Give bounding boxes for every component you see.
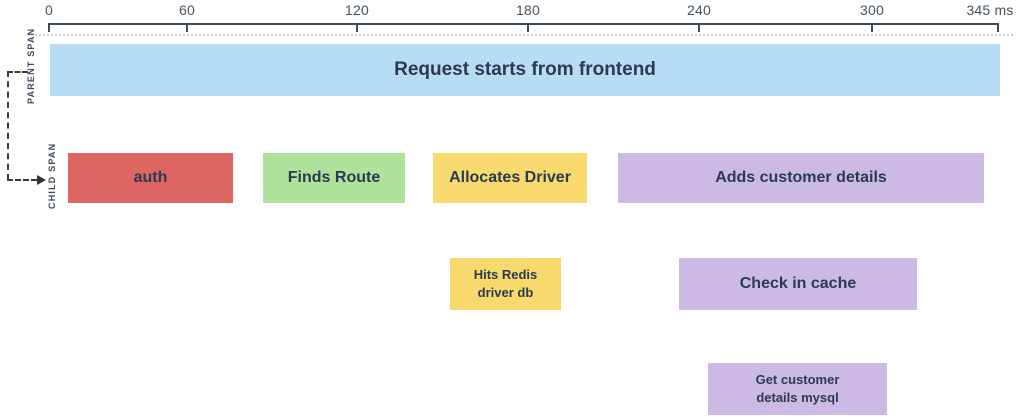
axis-tick-label-0: 0	[45, 2, 53, 18]
axis-tick-label-180: 180	[516, 2, 540, 18]
axis-tick-120	[356, 23, 358, 32]
span-bar-finds-route: Finds Route	[263, 153, 405, 203]
span-bar-auth: auth	[68, 153, 233, 203]
connector-line-top	[7, 71, 28, 73]
time-axis-line	[49, 23, 999, 25]
span-bar-adds-customer-details: Adds customer details	[618, 153, 984, 203]
axis-tick-label-120: 120	[345, 2, 369, 18]
axis-tick-345	[997, 23, 999, 32]
span-bar-allocates-driver: Allocates Driver	[433, 153, 587, 203]
axis-dotted-separator	[28, 34, 1013, 36]
axis-tick-60	[186, 23, 188, 32]
span-bar-get-customer-details-mysql: Get customer details mysql	[708, 363, 887, 415]
connector-line-vertical	[7, 71, 9, 180]
child-span-row-label: CHILD SPAN	[47, 142, 57, 209]
connector-line-bottom	[7, 179, 37, 181]
axis-tick-label-345: 345 ms	[966, 2, 1014, 18]
span-bar-hits-redis-driver-db: Hits Redis driver db	[450, 258, 561, 310]
axis-tick-180	[527, 23, 529, 32]
parent-span-row-label: PARENT SPAN	[26, 27, 36, 104]
axis-tick-label-60: 60	[179, 2, 195, 18]
span-bar-request-starts-from-frontend: Request starts from frontend	[50, 44, 1000, 96]
axis-tick-240	[698, 23, 700, 32]
axis-tick-300	[871, 23, 873, 32]
span-bar-check-in-cache: Check in cache	[679, 258, 917, 310]
axis-tick-label-240: 240	[687, 2, 711, 18]
arrow-right-icon	[37, 175, 46, 185]
axis-tick-label-300: 300	[860, 2, 884, 18]
axis-tick-0	[48, 23, 50, 32]
